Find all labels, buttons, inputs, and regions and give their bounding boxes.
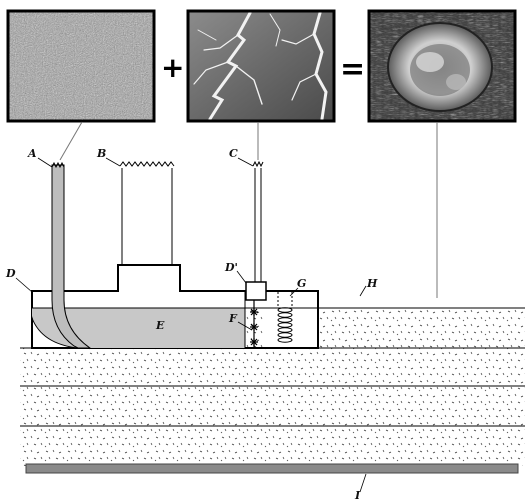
label-C: C: [229, 147, 238, 160]
panel-connector-lines: [59, 121, 438, 298]
contact-D-prime: [245, 281, 267, 301]
sparks-F: [250, 300, 258, 348]
base-plate-I: [25, 463, 519, 474]
pipe-A: [51, 164, 92, 349]
rod-C: [254, 168, 262, 282]
label-D-prime: D': [224, 261, 238, 274]
terminal-zigzags: [51, 160, 264, 169]
lightning-panel: [186, 9, 336, 123]
equals-operator: =: [340, 52, 365, 87]
fulgurite-result-panel: [367, 9, 517, 123]
label-H: H: [366, 277, 378, 290]
coil-G: [277, 292, 293, 343]
label-E: E: [155, 319, 165, 332]
label-F: F: [228, 312, 238, 325]
ground-layers: [20, 307, 525, 466]
label-G: G: [297, 277, 306, 290]
label-I: I: [354, 489, 361, 502]
label-B: B: [96, 147, 106, 160]
label-D: D: [5, 267, 16, 280]
leader-lines: [15, 157, 367, 493]
electrode-B-wires: [121, 168, 173, 265]
granular-texture-panel: [6, 9, 156, 123]
label-A: A: [27, 147, 37, 160]
plus-operator: +: [161, 51, 184, 84]
